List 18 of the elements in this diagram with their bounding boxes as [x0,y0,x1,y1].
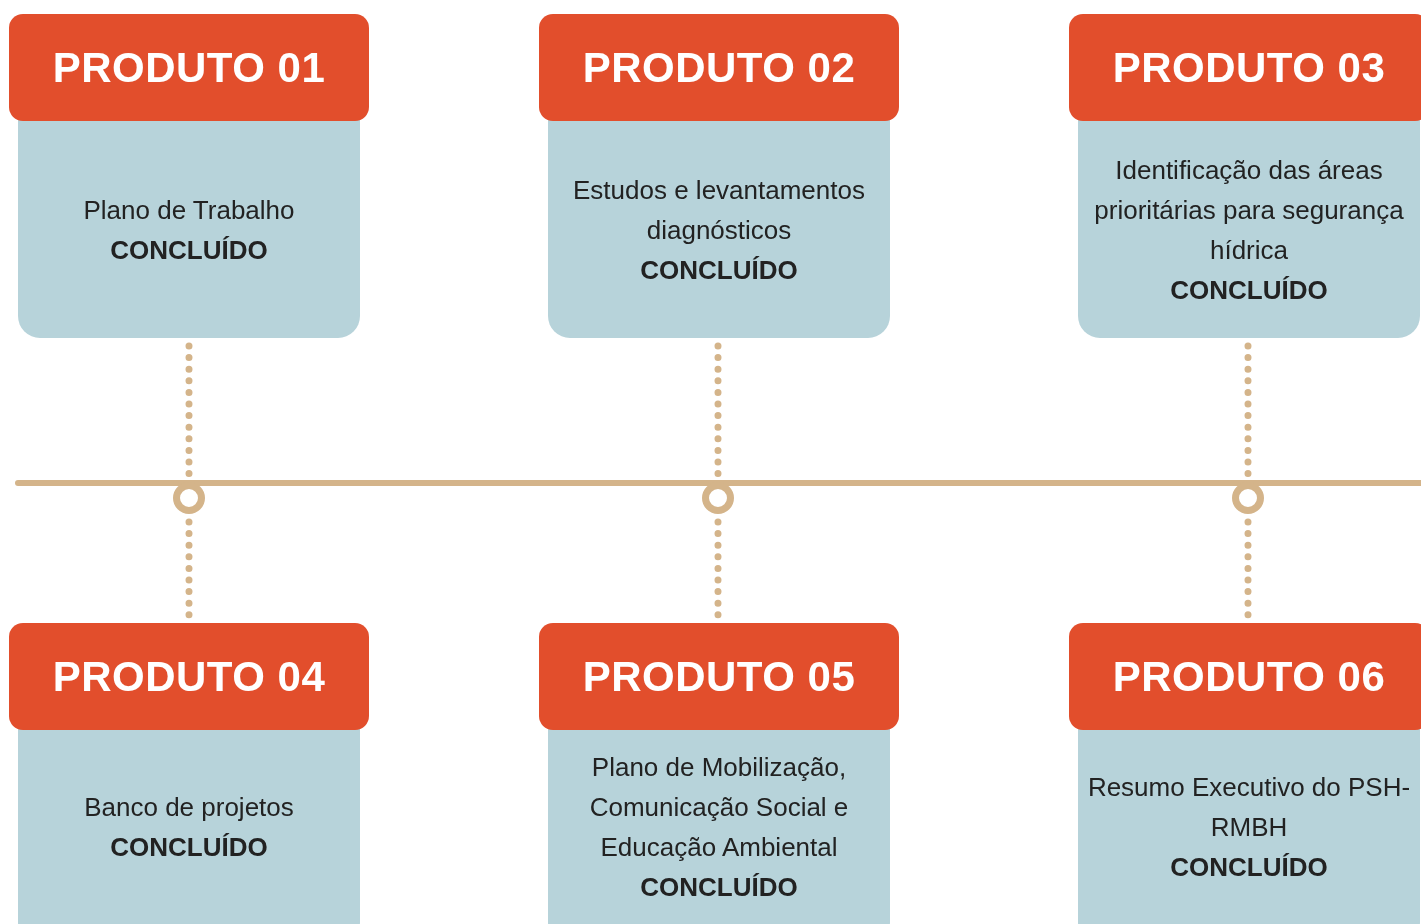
card-header: PRODUTO 04 [9,623,369,730]
card-header: PRODUTO 06 [1069,623,1421,730]
status-text: CONCLUÍDO [640,253,798,287]
description-text: Resumo Executivo do PSH-RMBH [1086,771,1412,844]
card-header: PRODUTO 02 [539,14,899,121]
description-text: Identificação das áreas prioritárias para segurança hídrica [1093,153,1405,267]
description-text: Plano de Trabalho [83,193,295,227]
status-text: CONCLUÍDO [640,871,798,904]
card-header: PRODUTO 01 [9,14,369,121]
status-text: CONCLUÍDO [1170,273,1328,307]
description-text: Estudos e levantamentos diagnósticos [572,173,866,247]
description-text: Plano de Mobilização, Comunicação Social e Educação Ambiental [588,751,850,864]
status-text: CONCLUÍDO [1170,851,1328,884]
description-text: Banco de projetos [84,791,294,824]
status-text: CONCLUÍDO [110,831,268,864]
status-text: CONCLUÍDO [110,233,268,267]
card-header: PRODUTO 05 [539,623,899,730]
card-header: PRODUTO 03 [1069,14,1421,121]
